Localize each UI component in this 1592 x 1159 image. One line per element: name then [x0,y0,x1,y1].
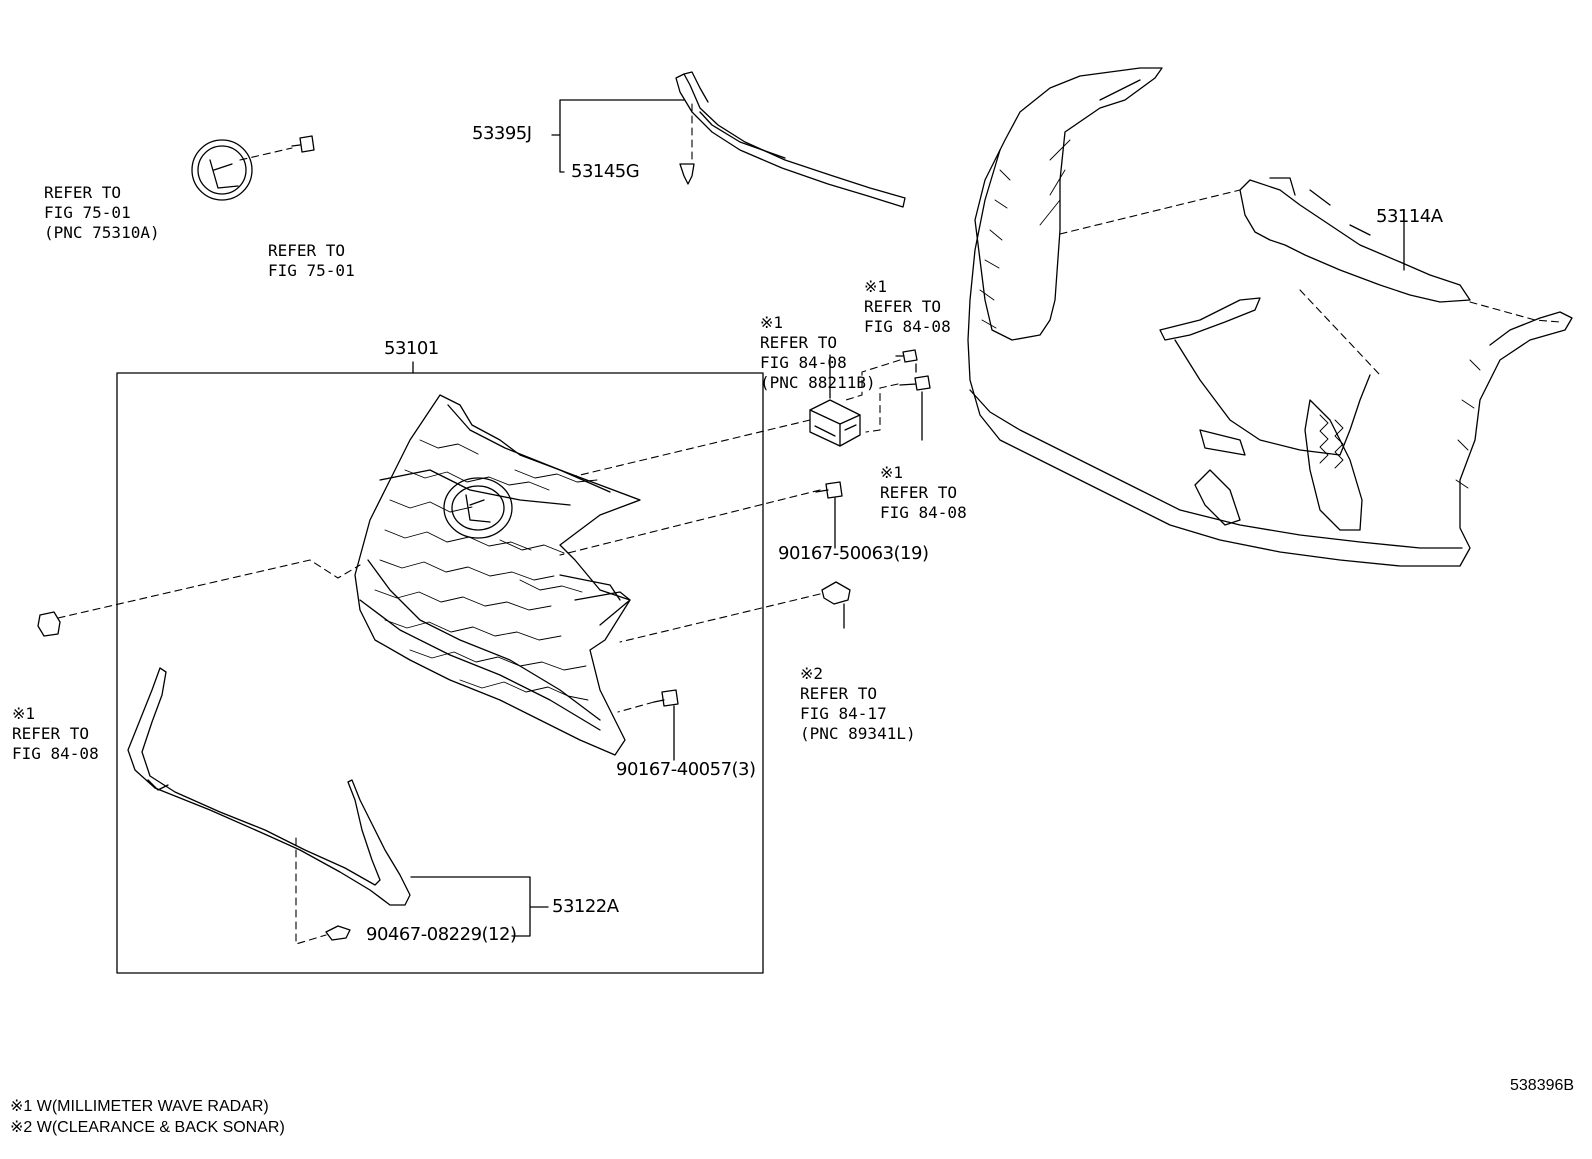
assembly-lines [57,103,1561,945]
upper-molding-drawing [675,71,906,208]
clip-90467-drawing [325,925,351,941]
part-53122a-label: 53122A [552,896,619,917]
footnotes: ※1 W(MILLIMETER WAVE RADAR) ※2 W(CLEARANC… [10,1054,285,1159]
lower-garnish-drawing [127,667,411,906]
radar-bolt-mid-drawing [899,375,931,391]
footnote-2: ※2 W(CLEARANCE & BACK SONAR) [10,1119,285,1136]
radiator-grille-drawing [354,394,641,756]
emblem-drawing [191,139,253,201]
bumper-cover-drawing [967,67,1573,567]
parts-diagram [37,67,1573,974]
part-53101-label: 53101 [384,338,439,359]
clip-53145g-drawing [679,163,695,185]
part-53145g-label: 53145G [571,161,640,182]
grille-assembly-box [116,372,764,974]
leader-lines [410,99,1405,937]
part-90167-40057-label: 90167-40057(3) [616,759,756,780]
part-53395j-label: 53395J [472,123,532,144]
footnote-1: ※1 W(MILLIMETER WAVE RADAR) [10,1098,269,1115]
emblem-bolt-drawing [291,135,315,153]
radar-bolt-top-drawing [895,349,918,363]
part-53114a-label: 53114A [1376,206,1443,227]
radar-sensor-drawing [809,399,861,447]
left-bracket-drawing [37,611,61,637]
part-90167-50063-label: 90167-50063(19) [778,543,929,564]
bolt-90167-50063-drawing [815,481,843,499]
bolt-90167-40057-drawing [653,689,679,707]
part-90467-08229-label: 90467-08229(12) [366,924,517,945]
figure-id: 538396B [1510,1077,1575,1094]
sonar-drawing [821,581,851,605]
